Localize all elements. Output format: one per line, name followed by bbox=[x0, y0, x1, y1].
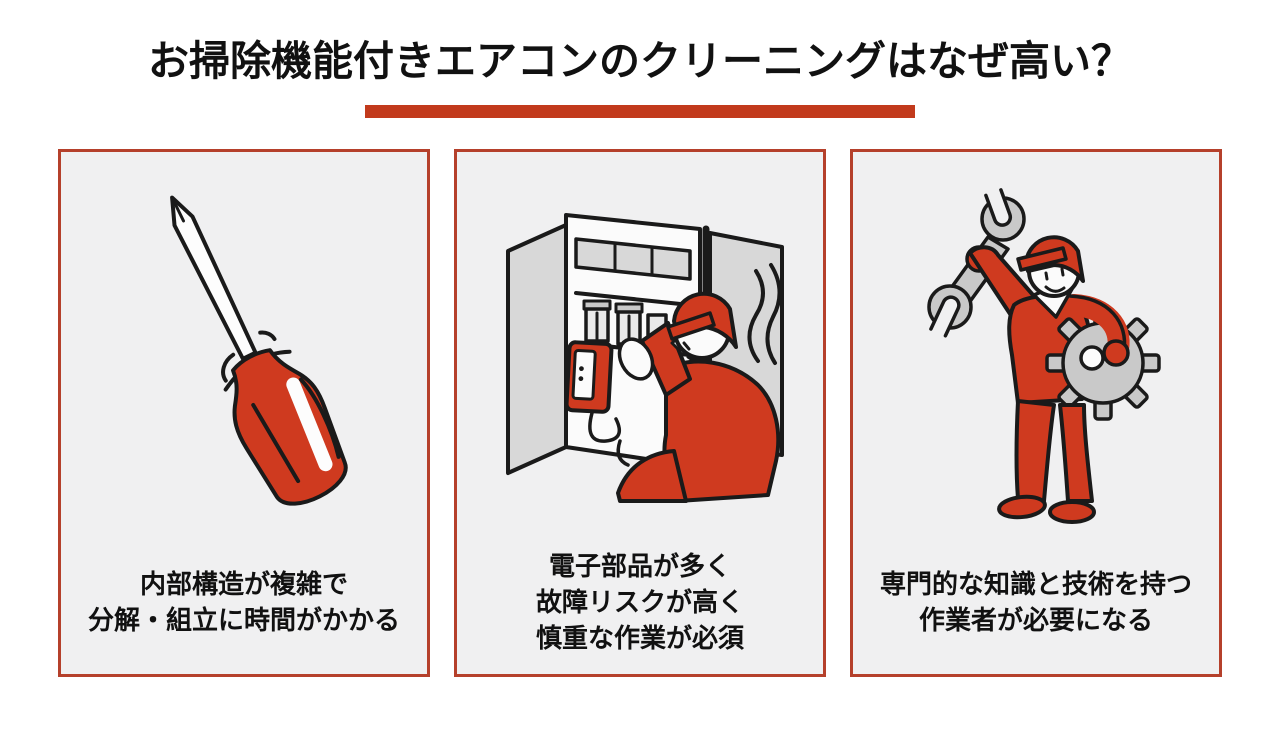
screwdriver-illustration bbox=[61, 152, 427, 538]
caption-line: 専門的な知識と技術を持つ bbox=[879, 569, 1192, 600]
caption-line: 分解・組立に時間がかかる bbox=[87, 605, 400, 636]
technician-panel-icon bbox=[506, 213, 784, 504]
caption-line: 内部構造が複雑で bbox=[139, 569, 348, 600]
card-complex-structure: 内部構造が複雑で 分解・組立に時間がかかる bbox=[58, 149, 430, 678]
caption-line: 電子部品が多く bbox=[548, 551, 731, 582]
card-failure-risk: 電子部品が多く 故障リスクが高く 慎重な作業が必須 bbox=[454, 149, 826, 678]
screwdriver-icon bbox=[170, 195, 348, 506]
cards-row: 内部構造が複雑で 分解・組立に時間がかかる bbox=[0, 149, 1280, 678]
caption-line: 故障リスクが高く bbox=[535, 587, 744, 618]
caption-line: 慎重な作業が必須 bbox=[535, 623, 744, 654]
card-caption: 内部構造が複雑で 分解・組立に時間がかかる bbox=[61, 538, 427, 674]
technician-panel-illustration bbox=[457, 152, 823, 538]
caption-line: 作業者が必要になる bbox=[918, 605, 1153, 636]
worker-wrench-gear-illustration bbox=[853, 152, 1219, 538]
card-caption: 専門的な知識と技術を持つ 作業者が必要になる bbox=[853, 538, 1219, 674]
title-underline-bar bbox=[365, 105, 915, 119]
card-specialist-worker: 専門的な知識と技術を持つ 作業者が必要になる bbox=[850, 149, 1222, 678]
card-caption: 電子部品が多く 故障リスクが高く 慎重な作業が必須 bbox=[457, 538, 823, 674]
worker-wrench-gear-icon bbox=[927, 188, 1161, 525]
page-title: お掃除機能付きエアコンのクリーニングはなぜ高い？ bbox=[148, 38, 1132, 84]
slide: お掃除機能付きエアコンのクリーニングはなぜ高い？ bbox=[0, 36, 1280, 756]
